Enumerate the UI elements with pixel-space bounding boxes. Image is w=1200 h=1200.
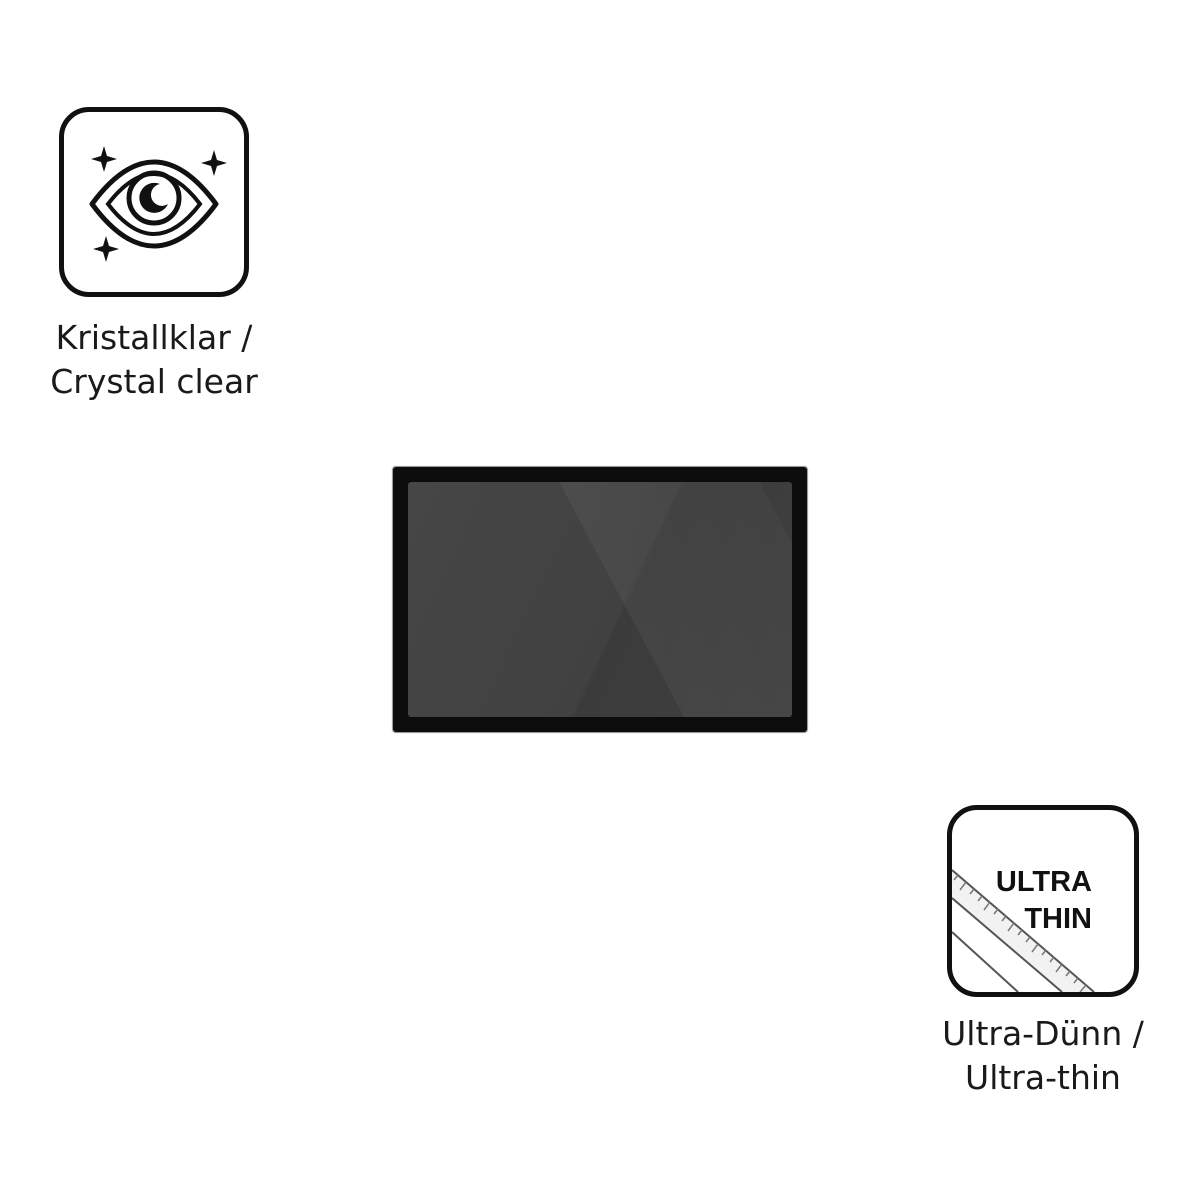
ultra-thin-caption: Ultra-Dünn / Ultra-thin xyxy=(893,1012,1193,1100)
crystal-caption-line-1: Kristallklar / xyxy=(55,318,253,357)
screen-glare xyxy=(553,482,792,717)
crystal-clear-caption: Kristallklar / Crystal clear xyxy=(0,316,308,404)
eye-sparkle-icon xyxy=(89,146,227,262)
screen-protector-image xyxy=(392,466,808,733)
crystal-caption-line-2: Crystal clear xyxy=(50,362,258,401)
crystal-clear-icon-box xyxy=(59,107,249,297)
thin-badge-text: THIN xyxy=(1024,903,1092,935)
ultra-badge-text: ULTRA xyxy=(995,866,1092,898)
screen-display-area xyxy=(408,482,792,717)
thin-caption-line-2: Ultra-thin xyxy=(965,1058,1121,1097)
ultra-thin-icon-box: ULTRA THIN xyxy=(947,805,1139,997)
thin-caption-line-1: Ultra-Dünn / xyxy=(942,1014,1144,1053)
ruler-corner-icon xyxy=(952,869,1095,992)
